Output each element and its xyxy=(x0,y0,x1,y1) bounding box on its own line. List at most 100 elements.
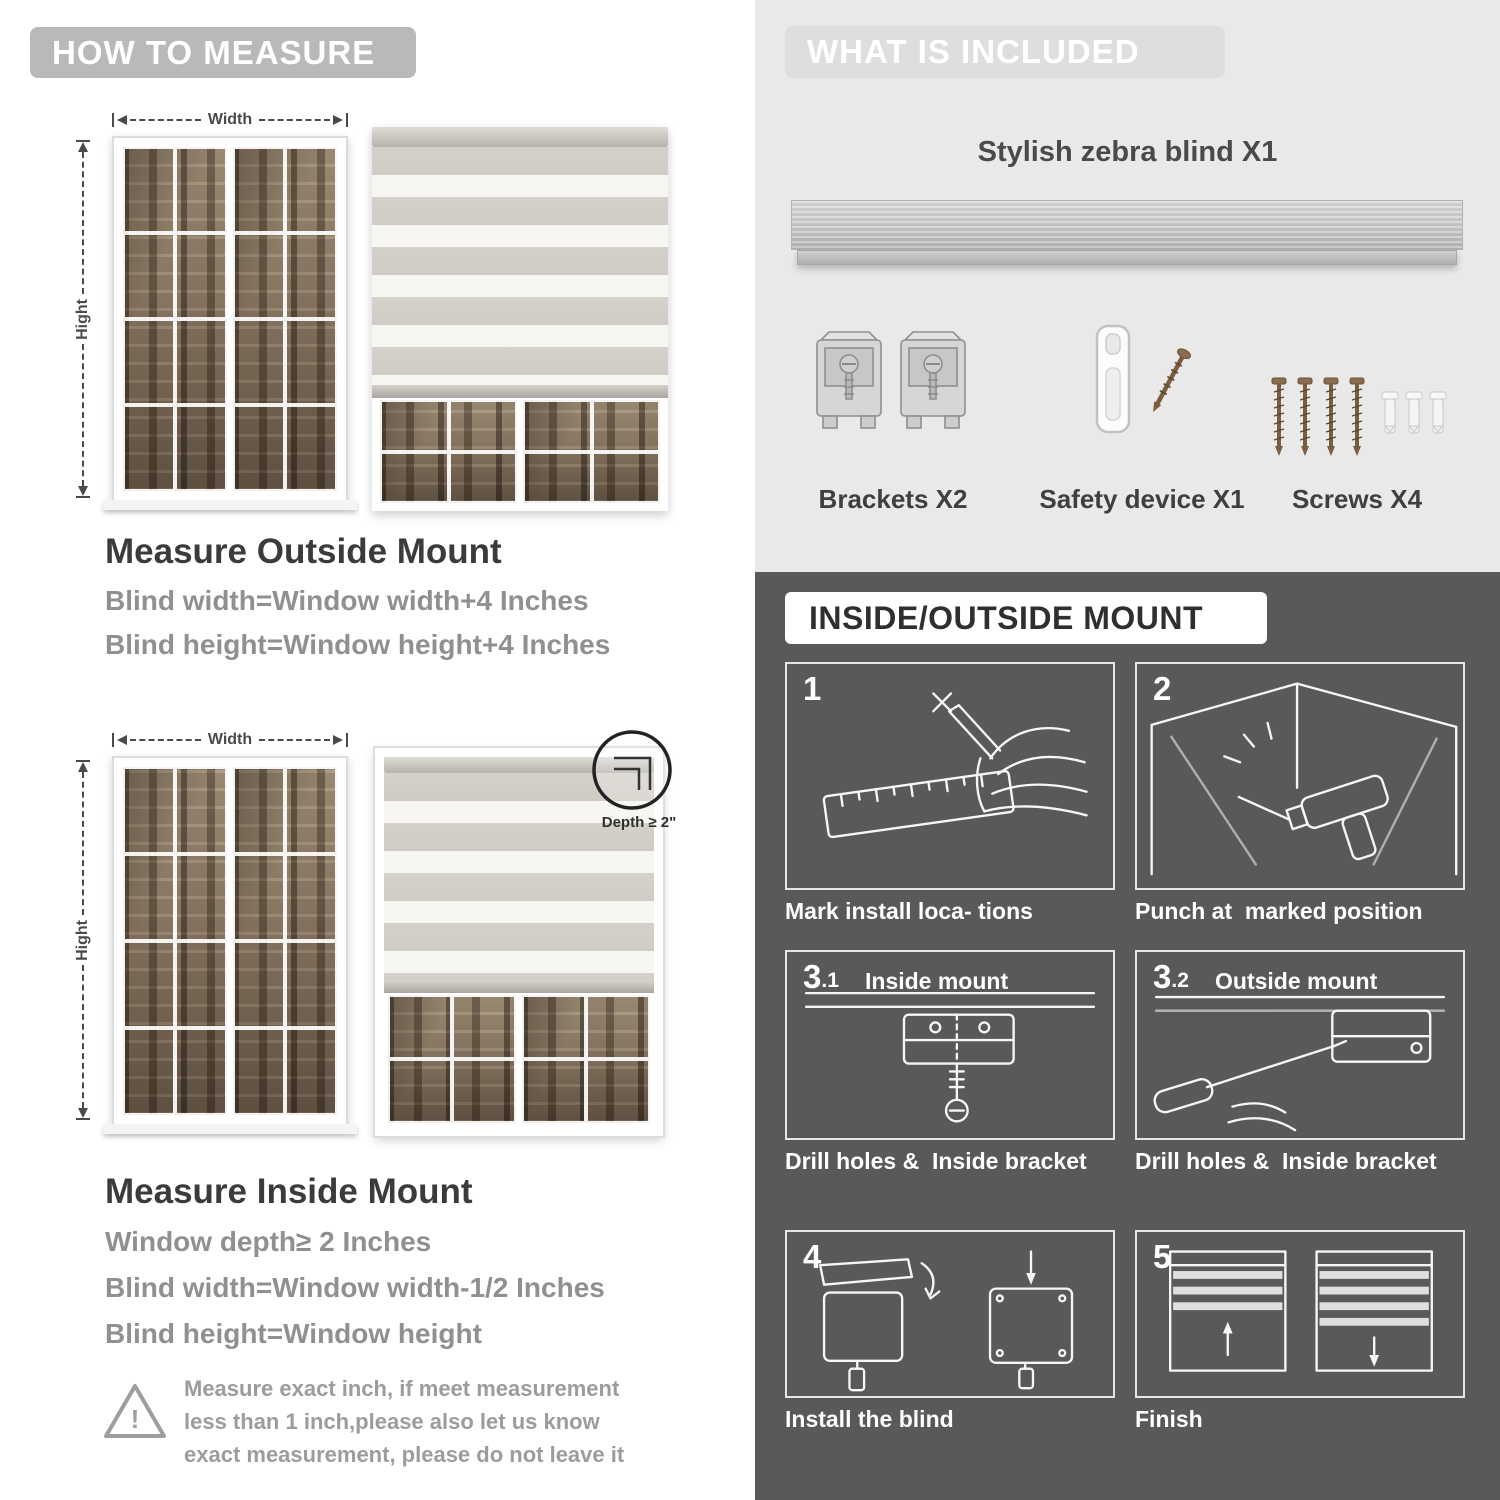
dimension-tick xyxy=(76,140,90,142)
step-number: 3.2 xyxy=(1153,958,1189,995)
window-photo-outside xyxy=(112,136,348,502)
step-number: 3.1 xyxy=(803,958,839,995)
inside-mount-rule-width: Blind width=Window width-1/2 Inches xyxy=(105,1272,605,1303)
outside-bracket-illustration xyxy=(1153,995,1446,1132)
what-is-included-header: WHAT IS INCLUDED xyxy=(785,26,1225,78)
outside-mount-rule-width: Blind width=Window width+4 Inches xyxy=(105,585,589,616)
measurement-warning-text: Measure exact inch, if meet measurement … xyxy=(184,1376,625,1467)
step-panel-2: 2 xyxy=(1135,662,1465,890)
outside-mount-title: Measure Outside Mount xyxy=(105,532,502,571)
step-caption-3-2: Drill holes & Inside bracket xyxy=(1135,1148,1437,1174)
zebra-blind-headrail-lip xyxy=(797,250,1457,265)
zebra-blind-headrail xyxy=(791,200,1463,250)
blind-cassette xyxy=(372,127,668,147)
dimension-tick xyxy=(346,113,348,127)
dimension-dash xyxy=(130,739,201,741)
zebra-blind-item-label: Stylish zebra blind X1 xyxy=(977,136,1278,168)
window-sill xyxy=(103,1124,357,1134)
step-caption-3-1: Drill holes & Inside bracket xyxy=(785,1148,1087,1174)
screws-label: Screws X4 xyxy=(1291,484,1423,514)
height-dimension-inside: Hight xyxy=(72,760,94,1120)
window-below-blind xyxy=(384,993,654,1127)
step-caption-4: Install the blind xyxy=(785,1406,954,1432)
zebra-blind-outside xyxy=(372,127,668,511)
step-panel-3-1: 3.1 Inside mount xyxy=(785,950,1115,1140)
dimension-dash xyxy=(82,772,84,915)
dimension-tick xyxy=(76,1118,90,1120)
window-sash xyxy=(233,767,337,1115)
arrow-down-icon xyxy=(78,1108,88,1118)
width-dimension-inside: Width xyxy=(112,730,348,750)
step-number: 4 xyxy=(803,1238,822,1275)
brackets-label: Brackets X2 xyxy=(818,484,968,514)
dimension-tick xyxy=(76,760,90,762)
window-sash xyxy=(523,400,660,503)
step-number: 2 xyxy=(1153,670,1172,707)
arrow-up-icon xyxy=(78,142,88,152)
width-label: Width xyxy=(207,731,253,748)
brackets-icon xyxy=(816,331,966,429)
width-dimension-outside: Width xyxy=(112,110,348,130)
step-panel-4: 4 xyxy=(785,1230,1115,1398)
step-number: 5 xyxy=(1153,1238,1172,1275)
step-number: 1 xyxy=(803,670,822,707)
outside-mount-label: Outside mount xyxy=(1215,968,1378,994)
punch-position-illustration xyxy=(1150,682,1458,876)
arrow-right-icon xyxy=(333,115,343,125)
warning-triangle-icon: ! xyxy=(104,1384,166,1438)
dimension-dash xyxy=(130,119,201,121)
dimension-dash xyxy=(82,965,84,1108)
arrow-left-icon xyxy=(117,735,127,745)
dimension-dash xyxy=(259,739,330,741)
dimension-tick xyxy=(346,733,348,747)
inside-bracket-illustration xyxy=(804,991,1096,1123)
arrow-right-icon xyxy=(333,735,343,745)
window-sash xyxy=(123,767,227,1115)
finish-illustration xyxy=(1168,1250,1433,1372)
safety-device-label: Safety device X1 xyxy=(1039,484,1245,514)
dimension-dash xyxy=(82,152,84,294)
blind-stripes xyxy=(372,147,668,385)
arrow-left-icon xyxy=(117,115,127,125)
mark-locations-illustration xyxy=(822,692,1088,839)
window-sash xyxy=(233,147,337,491)
window-photo-inside xyxy=(112,756,348,1126)
step-caption-5: Finish xyxy=(1135,1406,1203,1432)
inside-mount-label: Inside mount xyxy=(865,968,1009,994)
zebra-blind-inside xyxy=(373,746,665,1138)
step-caption-1: Mark install loca- tions xyxy=(785,898,1033,924)
height-label: Hight xyxy=(74,298,91,340)
dimension-dash xyxy=(259,119,330,121)
screws-icon xyxy=(1271,377,1447,456)
arrow-up-icon xyxy=(78,762,88,772)
what-is-included-panel: WHAT IS INCLUDED Stylish zebra blind X1 xyxy=(755,0,1500,572)
safety-device-icon xyxy=(1095,324,1191,434)
height-label: Hight xyxy=(74,919,91,961)
svg-text:!: ! xyxy=(131,1404,140,1434)
outside-mount-rule-height: Blind height=Window height+4 Inches xyxy=(105,629,611,660)
inside-mount-rule-depth: Window depth≥ 2 Inches xyxy=(105,1226,432,1257)
blind-stripes xyxy=(384,773,654,981)
mount-instructions-panel: INSIDE/OUTSIDE MOUNT 1 xyxy=(755,572,1500,1500)
arrow-down-icon xyxy=(78,486,88,496)
window-sash xyxy=(388,995,516,1123)
mount-header: INSIDE/OUTSIDE MOUNT xyxy=(785,592,1267,644)
dimension-tick xyxy=(112,733,114,747)
dimension-tick xyxy=(76,496,90,498)
step-panel-3-2: 3.2 Outside mount xyxy=(1135,950,1465,1140)
width-label: Width xyxy=(207,111,253,128)
window-sash xyxy=(522,995,650,1123)
blind-bottom-rail xyxy=(384,981,654,993)
blind-bottom-rail xyxy=(372,385,668,398)
window-sash xyxy=(380,400,517,503)
dimension-dash xyxy=(82,344,84,486)
dimension-tick xyxy=(112,113,114,127)
step-caption-2: Punch at marked position xyxy=(1135,898,1423,924)
depth-label: Depth ≥ 2" xyxy=(601,814,677,831)
step-panel-5: 5 xyxy=(1135,1230,1465,1398)
how-to-measure-header: HOW TO MEASURE xyxy=(30,27,416,78)
depth-callout-icon xyxy=(592,730,672,810)
install-blind-illustration xyxy=(818,1250,1074,1392)
window-sash xyxy=(123,147,227,491)
